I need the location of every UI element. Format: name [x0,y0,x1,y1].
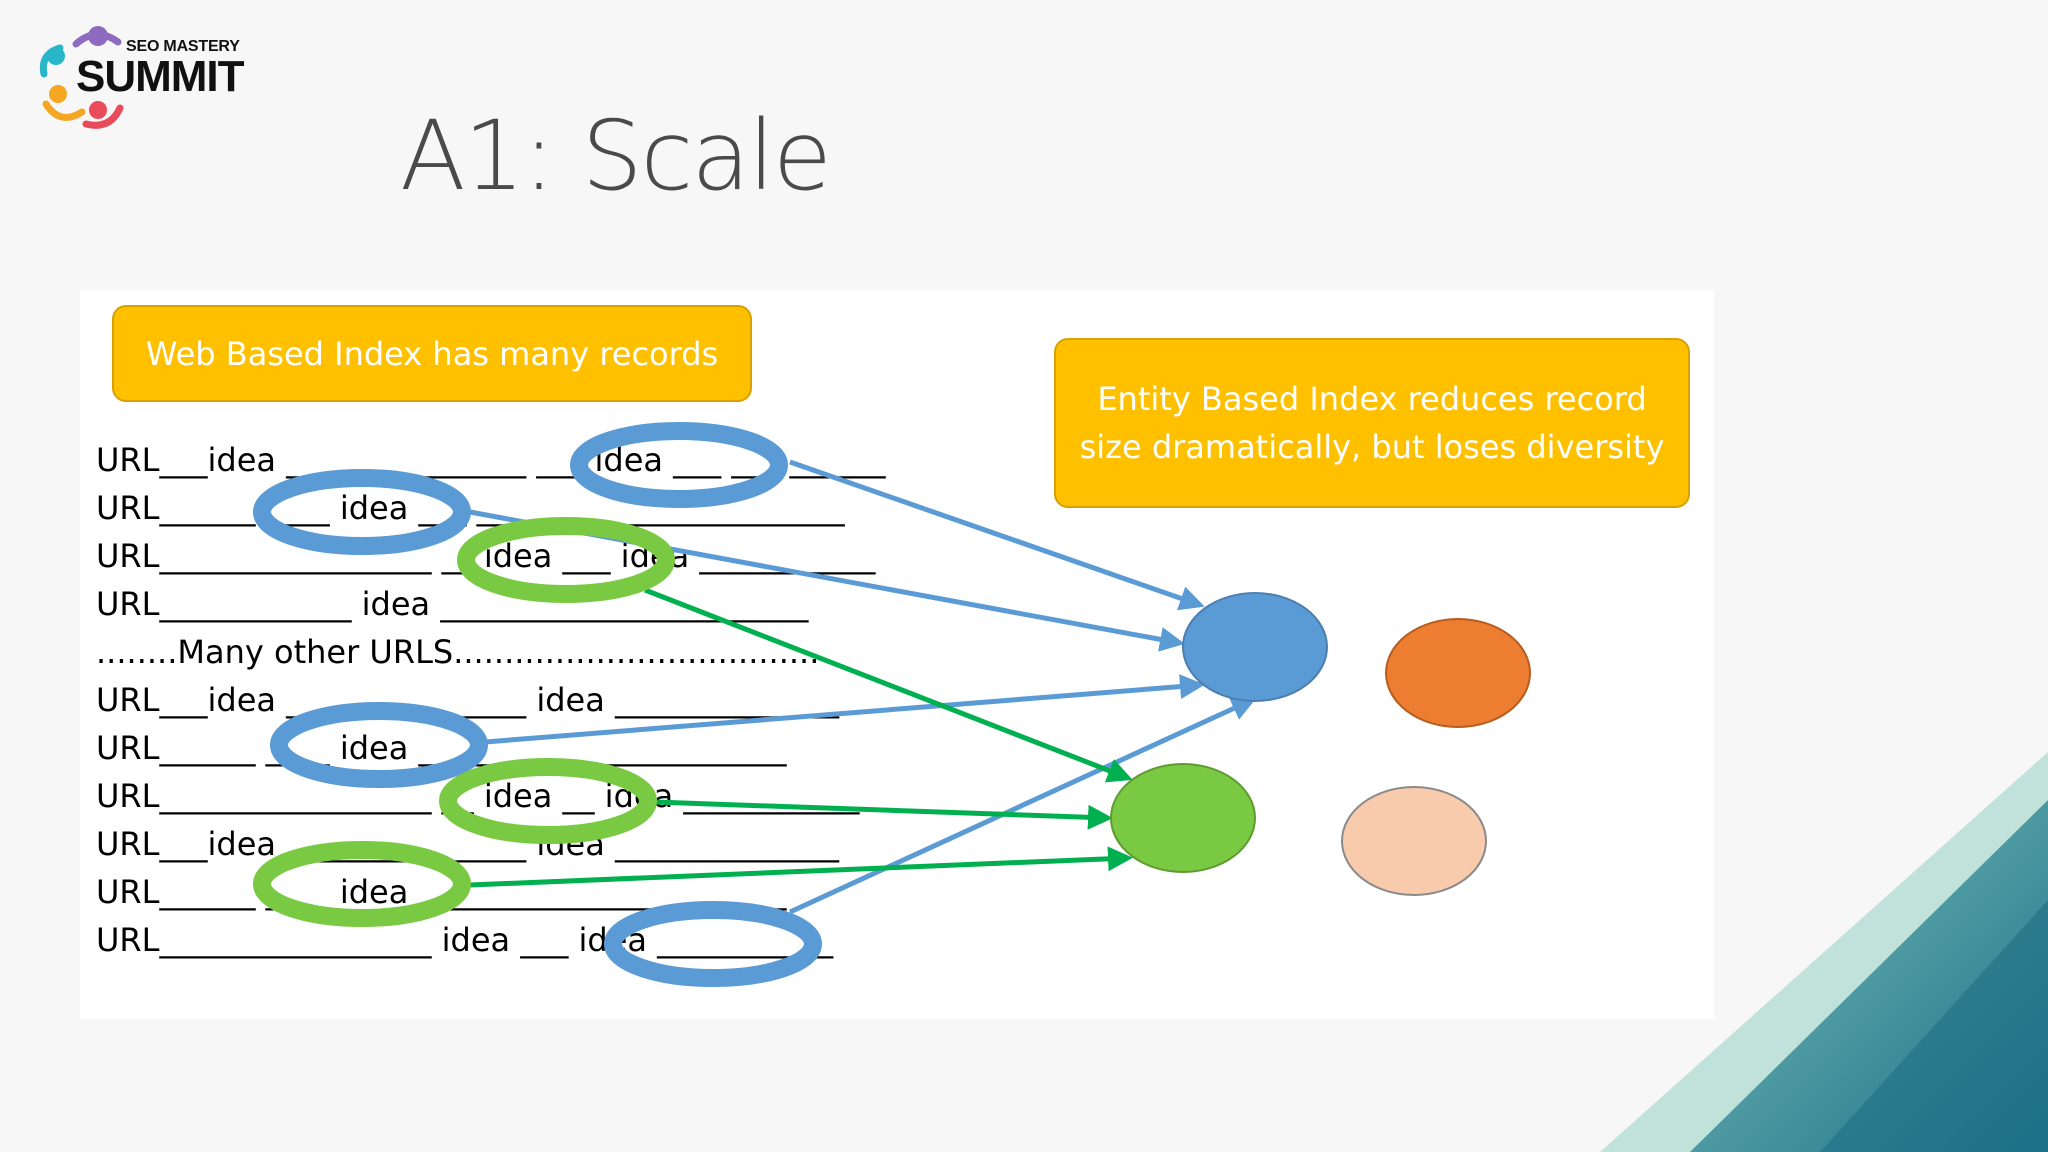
entity-index-callout: Entity Based Index reduces record size d… [1054,338,1690,508]
web-index-callout: Web Based Index has many records [112,305,752,402]
entity-node-orange [1385,618,1531,728]
many-urls-row: ........Many other URLS.................… [96,633,820,671]
blue-ring [570,422,788,508]
highlight-rings [253,422,822,987]
green-ring [253,841,471,927]
entity-callout-line-2: size dramatically, but loses diversity [1079,428,1665,466]
logo-small-text: SEO MASTERY [126,38,240,55]
green-arrow [654,799,1113,830]
entity-node-peach [1341,786,1487,896]
blue-ring [253,469,471,555]
entity-callout-line-1: Entity Based Index reduces record [1097,380,1647,418]
logo-mark-icon [39,26,124,129]
blue-ring [604,901,822,987]
url-row: URL___idea _______________ ___ idea ___ … [96,441,886,479]
blue-arrows [469,459,1257,915]
blue-ring [270,702,488,788]
summit-logo: SEO MASTERY SUMMIT [36,20,256,132]
blue-arrow [484,674,1205,745]
green-arrows [469,587,1133,888]
slide-title: A1: Scale [400,100,832,212]
green-arrow [644,587,1133,783]
entity-node-blue [1182,592,1328,702]
logo-large-text: SUMMIT [76,52,245,101]
green-ring [439,758,657,844]
blue-arrow [788,696,1257,915]
green-ring [457,517,675,603]
blue-arrow [789,459,1205,611]
entity-node-green [1110,763,1256,873]
green-arrow [469,846,1133,888]
